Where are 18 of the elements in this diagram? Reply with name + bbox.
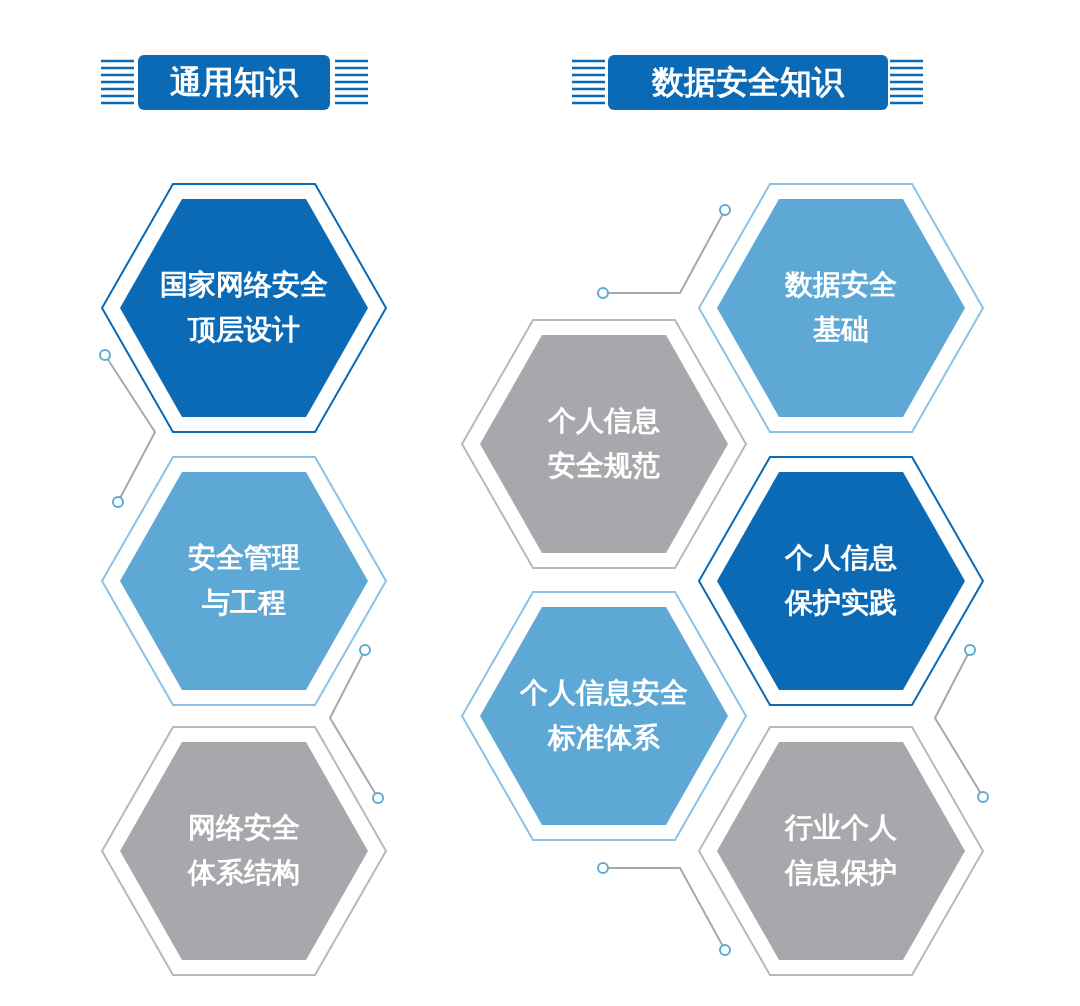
hexagon xyxy=(697,725,985,977)
hexagon xyxy=(460,590,748,842)
hexagon xyxy=(100,455,388,707)
hexagon-label: 网络安全体系结构 xyxy=(186,810,301,891)
hexagon-label: 个人信息保护实践 xyxy=(783,540,898,621)
hexagon-label: 个人信息安全标准体系 xyxy=(518,675,689,756)
hexagon xyxy=(697,182,985,434)
section-header: 通用知识 xyxy=(138,55,330,110)
section-header: 数据安全知识 xyxy=(608,55,888,110)
hexagon xyxy=(460,318,748,570)
hexagon-label: 国家网络安全顶层设计 xyxy=(159,267,329,348)
hexagon-label: 安全管理与工程 xyxy=(187,540,301,621)
hexagon-label: 数据安全基础 xyxy=(783,267,898,348)
hexagon xyxy=(100,725,388,977)
hexagon-label: 行业个人信息保护 xyxy=(783,810,898,891)
hexagon-label: 个人信息安全规范 xyxy=(546,403,661,484)
hexagon xyxy=(697,455,985,707)
hexagon xyxy=(100,182,388,434)
